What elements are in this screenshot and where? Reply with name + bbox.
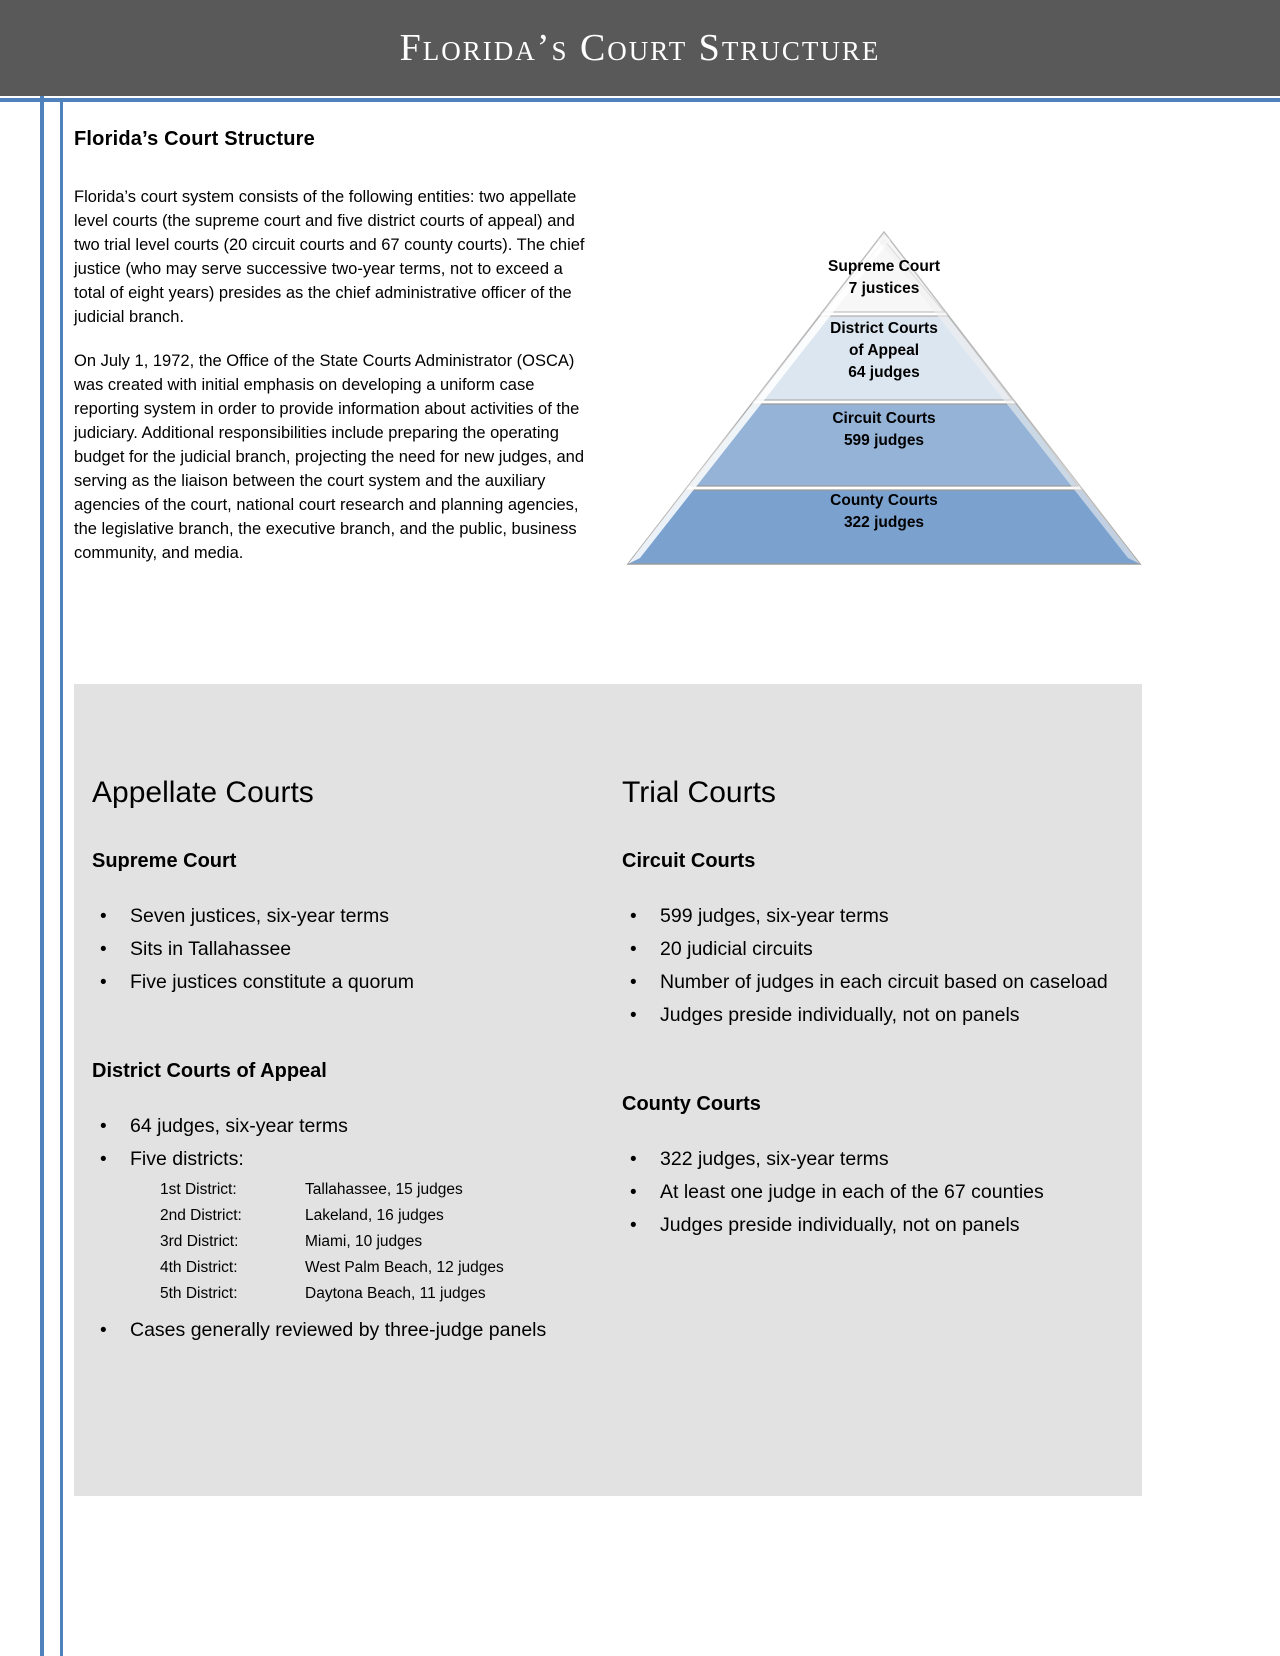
list-item: Five justices constitute a quorum: [92, 967, 602, 998]
district-label: 5th District:: [160, 1285, 238, 1302]
table-row: 4th District: West Palm Beach, 12 judges: [160, 1257, 504, 1283]
pyramid-label-county-courts: County Courts 322 judges: [624, 490, 1144, 534]
county-courts-bullet-list: 322 judges, six-year terms At least one …: [622, 1144, 1132, 1241]
pyramid-right-bevel: [878, 234, 1140, 564]
districts-table: 1st District: Tallahassee, 15 judges 2nd…: [160, 1179, 504, 1309]
table-row: 5th District: Daytona Beach, 11 judges: [160, 1283, 504, 1309]
page-header-bar: [0, 0, 1280, 96]
pyramid-label-district-courts: District Courts of Appeal 64 judges: [624, 318, 1144, 384]
list-item: At least one judge in each of the 67 cou…: [622, 1177, 1132, 1208]
list-item: 322 judges, six-year terms: [622, 1144, 1132, 1175]
supreme-court-subtitle: Supreme Court: [92, 850, 237, 872]
left-margin-rule-inner: [60, 102, 63, 1656]
district-value: Daytona Beach, 11 judges: [305, 1285, 486, 1302]
trial-courts-column: Trial Courts Circuit Courts 599 judges, …: [622, 776, 1132, 1243]
appellate-courts-column: Appellate Courts Supreme Court Seven jus…: [92, 776, 602, 1348]
table-row: 2nd District: Lakeland, 16 judges: [160, 1205, 504, 1231]
intro-heading: Florida’s Court Structure: [74, 128, 315, 150]
page-header-title: Florida’s Court Structure: [399, 27, 881, 69]
district-label: 4th District:: [160, 1259, 238, 1276]
pyramid-left-bevel: [628, 234, 890, 564]
pyramid-label-circuit-courts-line1: Circuit Courts: [832, 410, 936, 427]
list-item: Judges preside individually, not on pane…: [622, 1210, 1132, 1241]
district-label: 1st District:: [160, 1181, 237, 1198]
pyramid-label-supreme-court-line2: 7 justices: [848, 280, 920, 297]
table-row: 1st District: Tallahassee, 15 judges: [160, 1179, 504, 1205]
district-courts-bullet-list-2: Cases generally reviewed by three-judge …: [92, 1315, 602, 1346]
list-item: 64 judges, six-year terms: [92, 1111, 602, 1142]
district-value: West Palm Beach, 12 judges: [305, 1259, 504, 1276]
trial-courts-title: Trial Courts: [622, 776, 776, 809]
intro-section: Florida’s Court Structure: [74, 128, 1174, 173]
district-value: Tallahassee, 15 judges: [305, 1181, 463, 1198]
district-label: 2nd District:: [160, 1207, 242, 1224]
pyramid-label-circuit-courts: Circuit Courts 599 judges: [624, 408, 1144, 452]
district-label: 3rd District:: [160, 1233, 239, 1250]
intro-paragraph-2: On July 1, 1972, the Office of the State…: [74, 352, 585, 562]
list-item: Sits in Tallahassee: [92, 934, 602, 965]
supreme-court-bullet-list: Seven justices, six-year terms Sits in T…: [92, 901, 602, 998]
circuit-courts-bullet-list: 599 judges, six-year terms 20 judicial c…: [622, 901, 1132, 1031]
courts-detail-panel: Appellate Courts Supreme Court Seven jus…: [74, 684, 1142, 1496]
court-structure-pyramid: Supreme Court 7 justices District Courts…: [624, 228, 1144, 568]
pyramid-label-district-courts-line2: of Appeal: [848, 342, 920, 359]
pyramid-label-supreme-court: Supreme Court 7 justices: [624, 256, 1144, 300]
district-courts-subtitle: District Courts of Appeal: [92, 1060, 327, 1082]
pyramid-label-supreme-court-line1: Supreme Court: [828, 258, 940, 275]
header-accent-rule: [0, 98, 1280, 102]
pyramid-label-district-courts-line3: 64 judges: [848, 364, 920, 381]
list-item: Seven justices, six-year terms: [92, 901, 602, 932]
circuit-courts-subtitle: Circuit Courts: [622, 850, 756, 872]
list-item: Number of judges in each circuit based o…: [622, 967, 1132, 998]
list-item: Judges preside individually, not on pane…: [622, 1000, 1132, 1031]
district-value: Miami, 10 judges: [305, 1233, 423, 1250]
district-courts-bullet-list: 64 judges, six-year terms Five districts…: [92, 1111, 602, 1175]
list-item: Five districts:: [92, 1144, 602, 1175]
intro-paragraph-1: Florida’s court system consists of the f…: [74, 188, 585, 326]
list-item: Cases generally reviewed by three-judge …: [92, 1315, 602, 1346]
district-value: Lakeland, 16 judges: [305, 1207, 444, 1224]
pyramid-svg: [626, 230, 1142, 565]
county-courts-subtitle: County Courts: [622, 1093, 761, 1115]
pyramid-label-county-courts-line2: 322 judges: [843, 514, 925, 531]
left-margin-rule-outer: [40, 96, 44, 1656]
pyramid-label-circuit-courts-line2: 599 judges: [843, 432, 925, 449]
pyramid-label-district-courts-line1: District Courts: [830, 320, 938, 337]
table-row: 3rd District: Miami, 10 judges: [160, 1231, 504, 1257]
list-item: 599 judges, six-year terms: [622, 901, 1132, 932]
appellate-courts-title: Appellate Courts: [92, 776, 314, 809]
intro-text-column: Florida’s court system consists of the f…: [74, 185, 594, 585]
pyramid-label-county-courts-line1: County Courts: [830, 492, 938, 509]
list-item: 20 judicial circuits: [622, 934, 1132, 965]
